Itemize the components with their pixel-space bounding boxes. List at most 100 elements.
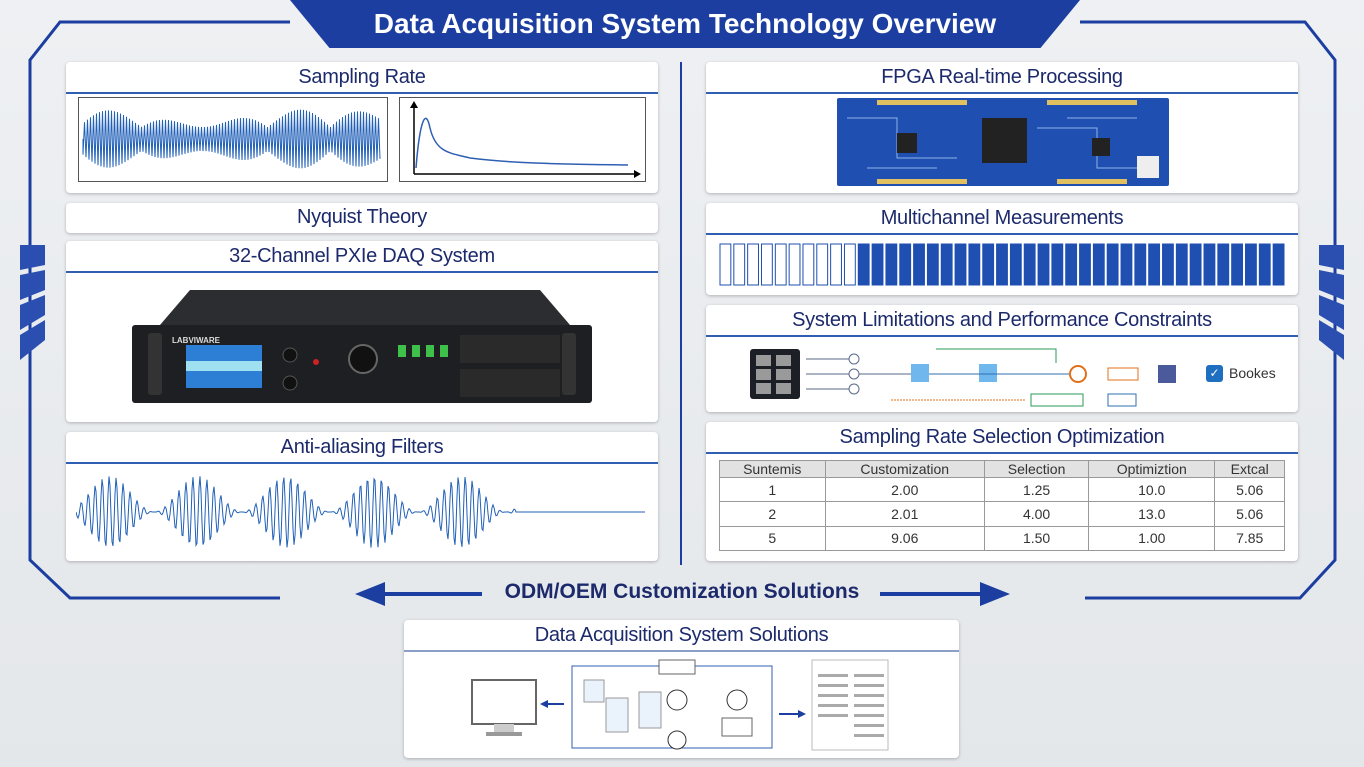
daq-chassis-image: LABVIWARE [132, 290, 592, 403]
channel-bar-inactive [816, 243, 829, 286]
panel-title: Anti-aliasing Filters [280, 436, 444, 458]
channel-bar-inactive [719, 243, 732, 286]
channel-bar-active [1120, 243, 1133, 286]
table-header: Customization [824, 460, 985, 478]
nyquist-panel: Nyquist Theory [66, 203, 658, 233]
channel-bar-active [1092, 243, 1105, 286]
channel-bar-active [1258, 243, 1271, 286]
channel-bar-active [899, 243, 912, 286]
channel-bar-inactive [747, 243, 759, 286]
channel-bar-inactive [843, 243, 856, 286]
channel-bar-active [1065, 243, 1078, 286]
panel-title: FPGA Real-time Processing [881, 66, 1123, 88]
constraints-flow-diagram [750, 348, 1176, 407]
page-title: Data Acquisition System Technology Overv… [290, 0, 1080, 48]
checkbox-label: Bookes [1229, 365, 1276, 381]
channel-bar-active [982, 243, 995, 286]
table-cell: 13.0 [1088, 501, 1216, 527]
channel-bar-active [1203, 243, 1216, 286]
channel-bar-active [1272, 243, 1285, 286]
sampling-rate-panel: Sampling Rate [66, 62, 658, 193]
channel-bar-active [926, 243, 939, 286]
table-cell: 1.25 [983, 476, 1090, 503]
channel-bar-active [1148, 243, 1161, 286]
table-header: Extcal [1214, 460, 1285, 478]
table-header: Selection [983, 460, 1090, 478]
panel-title: 32-Channel PXIe DAQ System [229, 245, 495, 267]
channel-bars [719, 243, 1285, 286]
channel-bar-active [871, 243, 884, 286]
filtered-waveform [76, 476, 645, 548]
channel-bar-active [1009, 243, 1022, 286]
channel-bar-inactive [802, 243, 815, 286]
monitor-icon [471, 679, 537, 736]
channel-bar-active [940, 243, 953, 286]
odm-oem-banner: ODM/OEM Customization Solutions [504, 580, 860, 603]
panel-title: Sampling Rate Selection Optimization [839, 426, 1165, 448]
channel-bar-active [1106, 243, 1119, 286]
table-cell: 10.0 [1088, 476, 1216, 503]
table-cell: 2.01 [824, 501, 985, 527]
table-cell: 1.50 [983, 525, 1090, 552]
channel-bar-inactive [760, 243, 773, 286]
spectrum-plot [410, 101, 641, 178]
channel-bar-inactive [788, 243, 801, 286]
channel-bar-active [1189, 243, 1202, 286]
channel-bar-inactive [774, 243, 787, 286]
table-header: Suntemis [719, 460, 826, 478]
channel-bar-active [1079, 243, 1091, 286]
channel-bar-inactive [830, 243, 842, 286]
anti-aliasing-panel: Anti-aliasing Filters [66, 432, 658, 561]
panel-title: Sampling Rate [298, 66, 426, 88]
channel-bar-active [954, 243, 967, 286]
table-cell: 9.06 [824, 525, 985, 552]
fpga-board-image [837, 98, 1169, 186]
table-cell: 5 [719, 525, 826, 552]
left-arrow [355, 582, 482, 606]
fpga-panel: FPGA Real-time Processing [706, 62, 1298, 193]
table-cell: 4.00 [983, 501, 1090, 527]
selection-panel: Sampling Rate Selection Optimization Sun… [706, 422, 1298, 561]
table-cell: 2 [719, 501, 826, 527]
daq-system-panel: 32-Channel PXIe DAQ System LABVIWARE [66, 241, 658, 422]
limitations-panel: System Limitations and Performance Const… [706, 305, 1298, 412]
channel-bar-active [1231, 243, 1244, 286]
channel-bar-active [1162, 243, 1174, 286]
channel-bar-active [1037, 243, 1050, 286]
channel-bar-inactive [733, 243, 746, 286]
table-cell: 1 [719, 476, 826, 503]
right-arrow [880, 582, 1010, 606]
brand-logo: LABVIWARE [172, 336, 221, 345]
channel-bar-active [1134, 243, 1147, 286]
table-cell: 2.00 [824, 476, 985, 503]
table-header: Optimiztion [1088, 460, 1216, 478]
channel-bar-active [1217, 243, 1230, 286]
solutions-diagram [471, 659, 889, 751]
time-waveform [82, 109, 381, 169]
panel-title: Nyquist Theory [297, 206, 427, 228]
table-cell: 5.06 [1214, 501, 1285, 527]
channel-bar-active [913, 243, 925, 286]
multichannel-panel: Multichannel Measurements [706, 203, 1298, 295]
channel-bar-active [1051, 243, 1064, 286]
table-cell: 5.06 [1214, 476, 1285, 503]
channel-bar-active [1175, 243, 1188, 286]
channel-bar-active [1023, 243, 1036, 286]
channel-bar-active [1245, 243, 1257, 286]
channel-bar-active [968, 243, 981, 286]
checkbox-checked-icon[interactable]: ✓ [1206, 365, 1223, 382]
solutions-panel: Data Acquisition System Solutions [404, 620, 959, 758]
table-cell: 7.85 [1214, 525, 1285, 552]
panel-title: System Limitations and Performance Const… [792, 309, 1212, 331]
channel-bar-active [885, 243, 898, 286]
channel-bar-active [857, 243, 870, 286]
panel-title: Multichannel Measurements [880, 207, 1124, 229]
panel-title: Data Acquisition System Solutions [534, 624, 829, 646]
table-cell: 1.00 [1088, 525, 1216, 552]
channel-bar-active [996, 243, 1008, 286]
